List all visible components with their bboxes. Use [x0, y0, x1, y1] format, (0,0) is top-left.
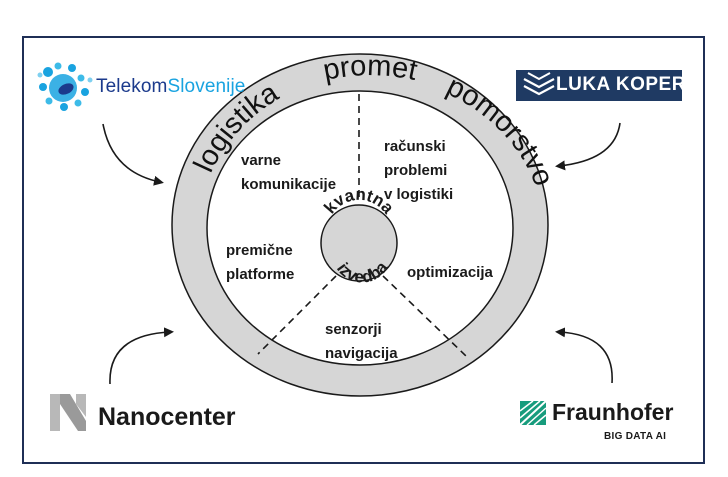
segment-varne-komunikacije: varne komunikacije — [241, 152, 336, 193]
telekom-logo: TelekomSlovenije — [96, 76, 245, 98]
nanocenter-logo: Nanocenter — [98, 403, 236, 431]
luka-koper-logo: LUKA KOPER — [556, 74, 686, 95]
segment-optimizacija: optimizacija — [407, 264, 494, 281]
divider-bottom-left — [257, 275, 337, 355]
arrow-telekom — [102, 123, 164, 186]
arrow-fraunhofer — [555, 327, 613, 384]
segment-premicne-platforme: premične platforme — [226, 242, 297, 283]
arrow-luka-koper — [555, 122, 621, 171]
telekom-logo-part2: Slovenije — [167, 76, 246, 97]
fraunhofer-logo: Fraunhofer — [552, 399, 674, 425]
telekom-logo-icon — [37, 62, 93, 111]
ring-label-promet: promet — [321, 50, 420, 87]
telekom-logo-part1: Telekom — [96, 76, 168, 97]
luka-koper-emblem-icon — [516, 70, 682, 101]
segment-racunski-problemi: računski problemi v logistiki — [384, 138, 453, 203]
fraunhofer-sublabel: BIG DATA AI — [604, 431, 667, 442]
fraunhofer-logo-icon — [519, 400, 547, 426]
nanocenter-logo-icon — [50, 394, 86, 431]
divider-bottom-right — [382, 275, 467, 357]
center-circle — [320, 204, 398, 282]
arrow-nanocenter — [109, 327, 174, 385]
segment-senzorji-navigacija: senzorji navigacija — [325, 321, 398, 362]
